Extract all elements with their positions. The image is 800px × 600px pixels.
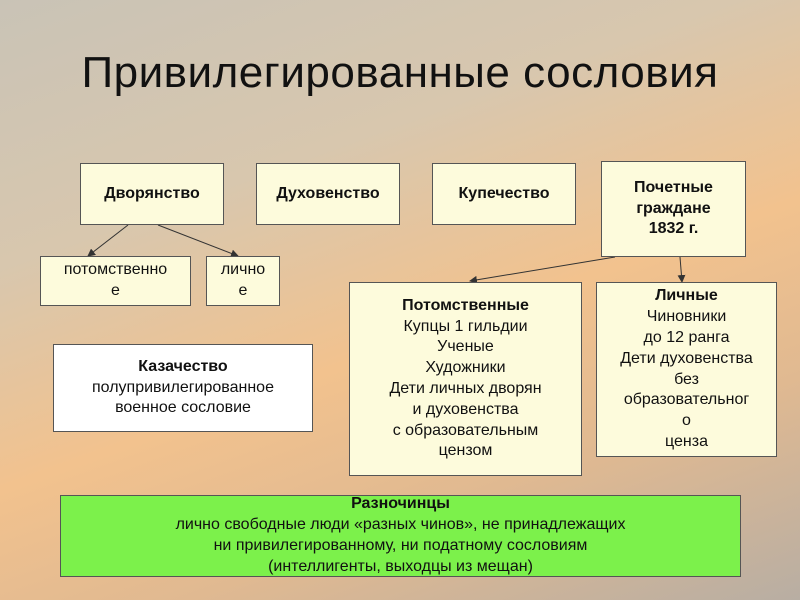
hereditary-citizens-head: Потомственные — [402, 296, 529, 314]
hereditary-nobility-line: потомственно — [63, 261, 168, 279]
hereditary-citizens-line: с образовательным — [392, 421, 539, 439]
personal-citizens-line: Чиновники — [646, 308, 727, 326]
hereditary-citizens-line: Ученые — [437, 338, 494, 356]
box-nobility: Дворянство — [80, 163, 224, 225]
personal-citizens-line: образовательног — [623, 391, 750, 409]
box-clergy-label: Духовенство — [276, 184, 380, 202]
box-merchants-label: Купечество — [458, 184, 550, 202]
cossacks-line: военное сословие — [115, 399, 251, 417]
raznochintsy-line: (интеллигенты, выходцы из мещан) — [268, 557, 533, 575]
box-raznochintsy: Разночинцы лично свободные люди «разных … — [60, 495, 741, 577]
cossacks-head: Казачество — [138, 357, 228, 375]
personal-citizens-line: до 12 ранга — [643, 328, 730, 346]
arrow-honorary-hereditary — [469, 256, 616, 284]
honorary-line: 1832 г. — [648, 220, 699, 238]
cossacks-line: полупривилегированное — [92, 378, 274, 396]
arrow-honorary-personal — [677, 256, 686, 283]
hereditary-citizens-line: Художники — [425, 359, 506, 377]
box-hereditary-citizens: Потомственные Купцы 1 гильдии Ученые Худ… — [349, 282, 582, 476]
personal-citizens-line: Дети духовенства — [620, 349, 753, 367]
raznochintsy-line: ни привилегированному, ни податному сосл… — [213, 537, 588, 554]
box-nobility-label: Дворянство — [104, 184, 200, 202]
personal-citizens-line: ценза — [665, 432, 708, 450]
hereditary-citizens-line: Купцы 1 гильдии — [403, 317, 528, 335]
raznochintsy-line: лично свободные люди «разных чинов», не … — [175, 516, 626, 534]
honorary-line: Почетные — [634, 178, 713, 196]
personal-citizens-line: без — [674, 370, 699, 388]
personal-nobility-line: е — [238, 282, 248, 299]
hereditary-citizens-line: цензом — [438, 442, 493, 460]
raznochintsy-head: Разночинцы — [351, 495, 450, 513]
hereditary-nobility-line: е — [111, 282, 120, 299]
box-cossacks: Казачество полупривилегированное военное… — [53, 344, 313, 432]
hereditary-citizens-line: Дети личных дворян — [389, 380, 542, 397]
box-personal-nobility: лично е — [206, 256, 280, 306]
personal-nobility-line: лично — [220, 261, 266, 279]
personal-citizens-head: Личные — [655, 287, 718, 305]
box-clergy: Духовенство — [256, 163, 400, 225]
arrow-nobility-hereditary — [87, 224, 129, 257]
arrow-nobility-personal — [157, 224, 239, 258]
honorary-line: граждане — [636, 199, 711, 217]
hereditary-citizens-line: и духовенства — [412, 400, 519, 418]
box-personal-citizens: Личные Чиновники до 12 ранга Дети духове… — [596, 282, 777, 457]
box-merchants: Купечество — [432, 163, 576, 225]
personal-citizens-line: о — [682, 412, 691, 430]
page-title: Привилегированные сословия — [81, 48, 719, 97]
box-hereditary-nobility: потомственно е — [40, 256, 191, 306]
box-honorary-citizens: Почетные граждане 1832 г. — [601, 161, 746, 257]
